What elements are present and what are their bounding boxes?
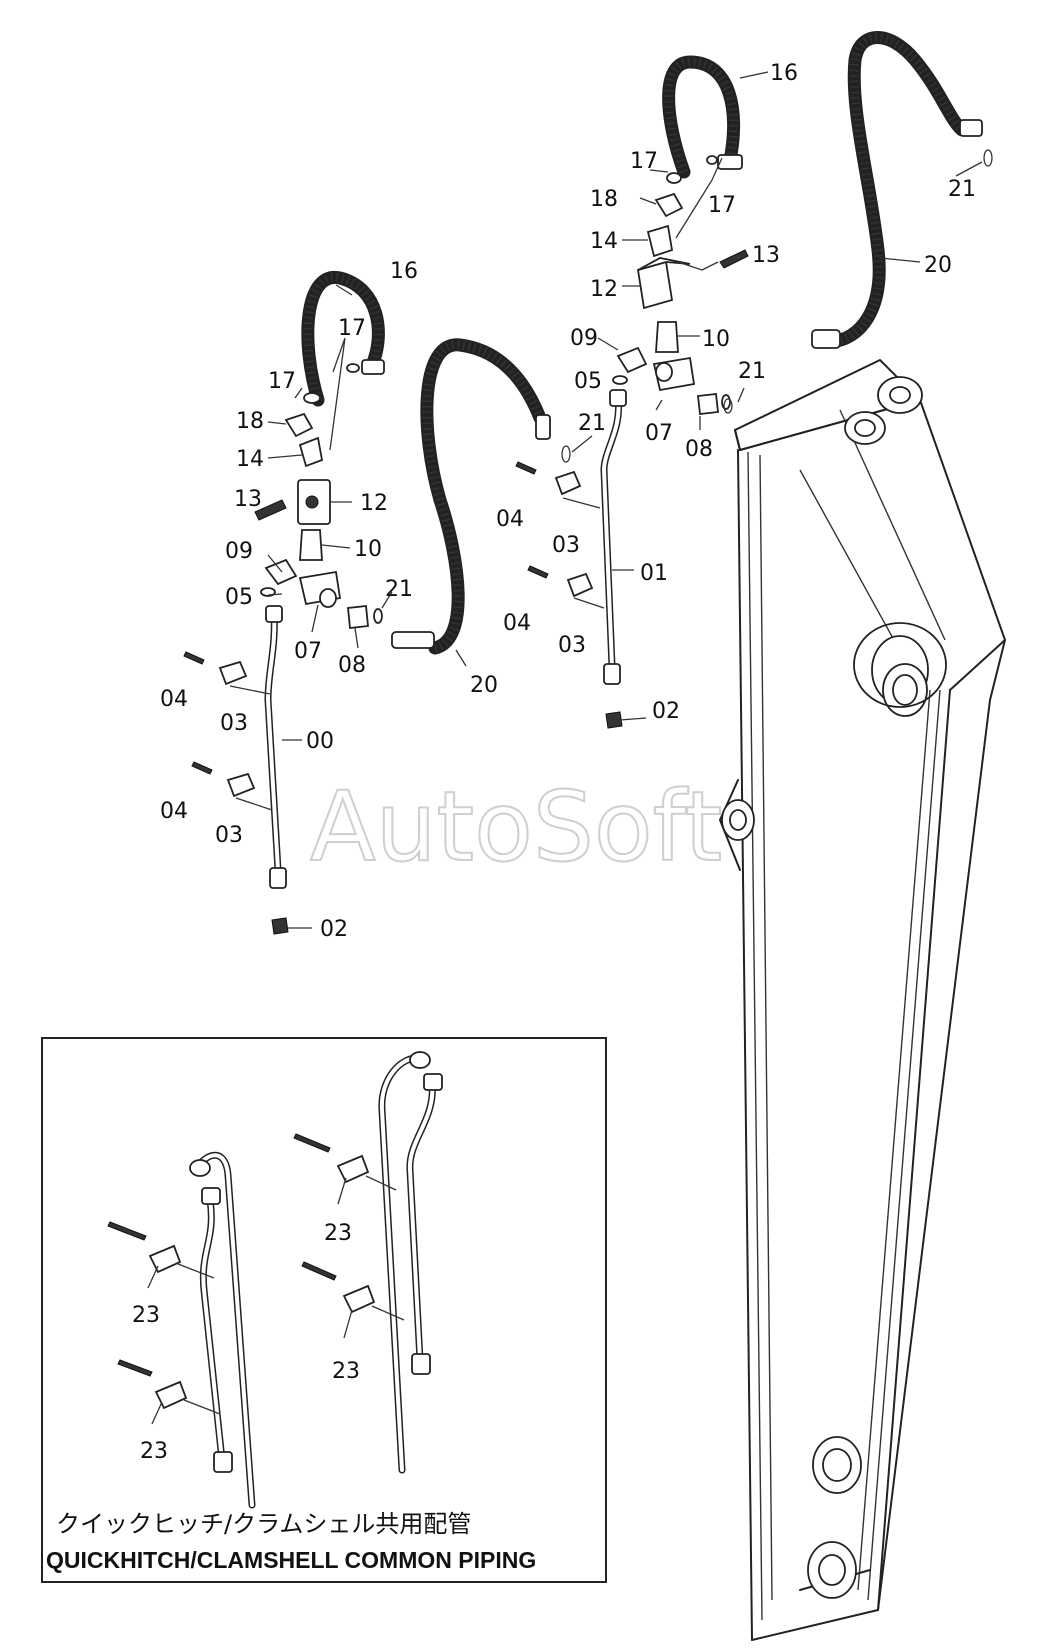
callout-21-tube: 21 <box>578 411 606 436</box>
hose-16-middle <box>662 55 741 179</box>
callout-18-middle: 18 <box>590 187 618 212</box>
callout-16-middle: 16 <box>770 61 798 86</box>
callout-23-inset-2: 23 <box>140 1439 168 1464</box>
callout-02-left: 02 <box>320 917 348 942</box>
callout-14-left: 14 <box>236 447 264 472</box>
callout-17-middle-lower: 17 <box>708 193 736 218</box>
callout-04-middle-upper: 04 <box>496 507 524 532</box>
callout-13-middle: 13 <box>752 243 780 268</box>
callout-05-left: 05 <box>225 585 253 610</box>
callout-05-middle: 05 <box>574 369 602 394</box>
callout-07-left: 07 <box>294 639 322 664</box>
boom-arm <box>719 359 1006 1641</box>
callout-08-left: 08 <box>338 653 366 678</box>
hose-20-right <box>823 31 969 349</box>
callout-12-middle: 12 <box>590 277 618 302</box>
callout-21-left: 21 <box>385 577 413 602</box>
callout-20-right: 20 <box>924 253 952 278</box>
callout-10-middle: 10 <box>702 327 730 352</box>
tube-01 <box>600 394 623 670</box>
callout-21-middle: 21 <box>738 359 766 384</box>
callout-04-left-upper: 04 <box>160 687 188 712</box>
left-piping-assembly <box>183 271 551 935</box>
callout-00: 00 <box>306 729 334 754</box>
callout-20-left: 20 <box>470 673 498 698</box>
callout-labels: 16 17 17 18 14 13 12 09 10 05 07 08 21 2… <box>160 61 976 942</box>
callout-17-middle-upper: 17 <box>630 149 658 174</box>
callout-16-left: 16 <box>390 259 418 284</box>
callout-04-left-lower: 04 <box>160 799 188 824</box>
callout-23-inset-4: 23 <box>332 1359 360 1384</box>
callout-17-left-upper: 17 <box>338 316 366 341</box>
callout-23-inset-3: 23 <box>324 1221 352 1246</box>
callout-23-inset-1: 23 <box>132 1303 160 1328</box>
inset-caption-english: QUICKHITCH/CLAMSHELL COMMON PIPING <box>46 1547 536 1573</box>
callout-13-left: 13 <box>234 487 262 512</box>
callout-03-left-lower: 03 <box>215 823 243 848</box>
callout-02-middle: 02 <box>652 699 680 724</box>
watermark: AutoSoft <box>310 771 722 883</box>
callout-21-right: 21 <box>948 177 976 202</box>
callout-18-left: 18 <box>236 409 264 434</box>
callout-03-left-upper: 03 <box>220 711 248 736</box>
callout-12-left: 12 <box>360 491 388 516</box>
middle-piping-assembly <box>515 31 993 729</box>
callout-17-left-lower: 17 <box>268 369 296 394</box>
tube-00 <box>264 608 282 874</box>
callout-09-middle: 09 <box>570 326 598 351</box>
inset-quickhitch-piping: 23 23 23 23 クイックヒッチ/クラムシェル共用配管 QUICKHITC… <box>41 1037 607 1583</box>
callout-14-middle: 14 <box>590 229 618 254</box>
callout-10-left: 10 <box>354 537 382 562</box>
callout-07-middle: 07 <box>645 421 673 446</box>
callout-03-middle-upper: 03 <box>552 533 580 558</box>
inset-caption-japanese: クイックヒッチ/クラムシェル共用配管 <box>56 1510 471 1538</box>
callout-04-middle-lower: 04 <box>503 611 531 636</box>
hose-16-left <box>301 271 385 407</box>
callout-03-middle-lower: 03 <box>558 633 586 658</box>
hose-20-left <box>420 338 547 655</box>
callout-01: 01 <box>640 561 668 586</box>
callout-09-left: 09 <box>225 539 253 564</box>
callout-08-middle: 08 <box>685 437 713 462</box>
